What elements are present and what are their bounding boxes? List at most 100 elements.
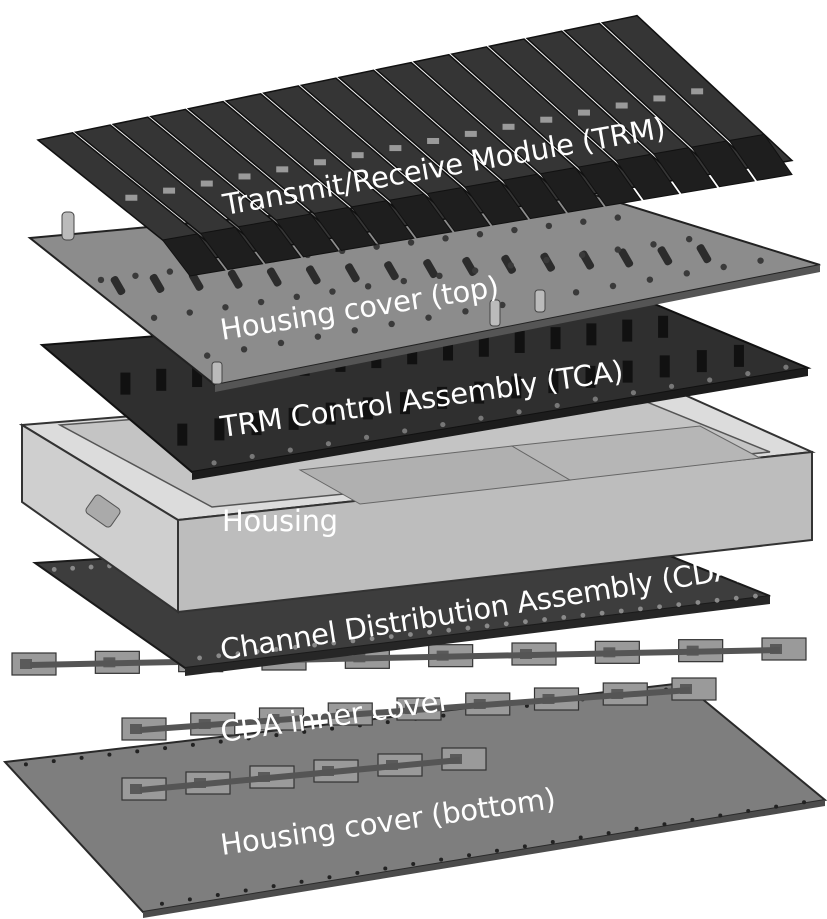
top-cover-hole (97, 276, 105, 284)
tca-dot (783, 364, 789, 370)
top-cover-hole (132, 272, 139, 279)
top-cover-hole (329, 288, 336, 295)
cda-dot (427, 629, 432, 635)
top-cover-slot (266, 267, 282, 287)
top-cover-hole (166, 268, 174, 275)
top-cover-hole (507, 262, 515, 269)
trm-module-detail (577, 109, 590, 116)
trm-module-front (350, 200, 415, 245)
cda-dot (88, 564, 94, 570)
tca-dot (363, 434, 370, 440)
top-cover-hole (222, 304, 229, 311)
bottom-cover-hole (215, 892, 220, 897)
cda-dot (408, 632, 413, 637)
bottom-cover-hole (302, 729, 307, 734)
bottom-cover-hole (159, 901, 164, 906)
tca-connector (325, 402, 336, 425)
trm-module-detail (691, 88, 704, 95)
cda-dot (293, 644, 298, 650)
tca-connector (437, 386, 448, 409)
cda-dot (465, 625, 471, 631)
tca-connector (622, 319, 633, 342)
trm-module-front (539, 167, 604, 213)
tca-dot (211, 460, 217, 466)
cda-inner-cover-part (11, 637, 807, 801)
cda-dot (254, 649, 260, 654)
tca-connector (214, 418, 225, 441)
bottom-cover-hole (23, 762, 28, 767)
top-cover-slot (110, 276, 126, 296)
cda-dot (350, 638, 356, 644)
tca-dot (440, 421, 446, 428)
tca-connector (288, 407, 299, 430)
tca-connector (514, 330, 525, 353)
top-cover-slot (188, 271, 204, 291)
tca-connector (622, 360, 633, 383)
trm-module-detail (464, 130, 477, 137)
bottom-cover-hole (135, 749, 140, 754)
tca-connector (548, 371, 559, 394)
bottom-cover-hole (218, 739, 223, 744)
tca-connector (192, 365, 203, 388)
tca-connector (120, 372, 131, 395)
cda-dot (695, 600, 701, 605)
bottom-cover-hole (494, 848, 499, 853)
tca-dot (707, 377, 713, 383)
top-cover-hole (388, 320, 395, 328)
trm-module-detail (653, 95, 666, 102)
top-cover-hole (400, 277, 407, 285)
tca-dot (630, 390, 637, 396)
top-cover-hole (203, 352, 211, 359)
cda-dot (523, 619, 528, 625)
top-cover-hole (476, 231, 484, 238)
cda-dot (273, 647, 279, 652)
tca-connector (586, 323, 597, 346)
top-cover-slot (227, 269, 243, 289)
top-cover-hole (407, 239, 415, 246)
tca-connector (659, 355, 670, 378)
bottom-cover-hole (774, 804, 779, 809)
bottom-cover-hole (271, 884, 276, 889)
top-cover-slot (657, 246, 673, 266)
cda-dot (446, 627, 452, 633)
tca-connector (585, 365, 596, 388)
tca-dot (554, 402, 560, 409)
cda-inner-port (130, 724, 142, 734)
cda-dot (618, 608, 624, 614)
top-cover-hole (720, 263, 727, 271)
trm-module-front (275, 213, 340, 258)
cda-dot (542, 617, 547, 622)
trm-module-detail (313, 159, 326, 166)
top-cover-hole (364, 283, 372, 290)
cda-dot (561, 615, 567, 620)
top-cover-hole (436, 272, 443, 280)
top-cover-hole (572, 289, 580, 296)
bottom-cover-hole (746, 809, 751, 814)
cda-dot (312, 642, 317, 648)
bottom-cover-hole (439, 857, 444, 862)
trm-module-front (577, 160, 642, 207)
trm-module-front (312, 206, 377, 252)
tca-dot (249, 453, 255, 460)
trm-module-front (161, 233, 226, 277)
bottom-cover-hole (467, 853, 472, 858)
trm-module-front (652, 147, 718, 194)
trm-module-detail (389, 145, 402, 152)
cda-dot (70, 565, 76, 571)
trm-module-front (501, 173, 566, 220)
cda-inner-rail (29, 647, 781, 668)
cda-inner-port (20, 659, 32, 669)
top-cover-hole (580, 218, 587, 225)
trm-module-front (690, 140, 756, 188)
cda-dot (638, 606, 643, 612)
cda-inner-rail (139, 757, 461, 793)
cda-dot (51, 567, 57, 572)
trm-module-detail (125, 194, 138, 201)
tca-connector (362, 397, 373, 420)
bottom-cover-hole (79, 755, 84, 760)
cda-dot (580, 612, 586, 618)
bottom-cover-hole (107, 752, 112, 757)
bottom-cover-hole (355, 870, 360, 875)
tca-dot (402, 428, 408, 434)
tca-dot (745, 370, 751, 377)
